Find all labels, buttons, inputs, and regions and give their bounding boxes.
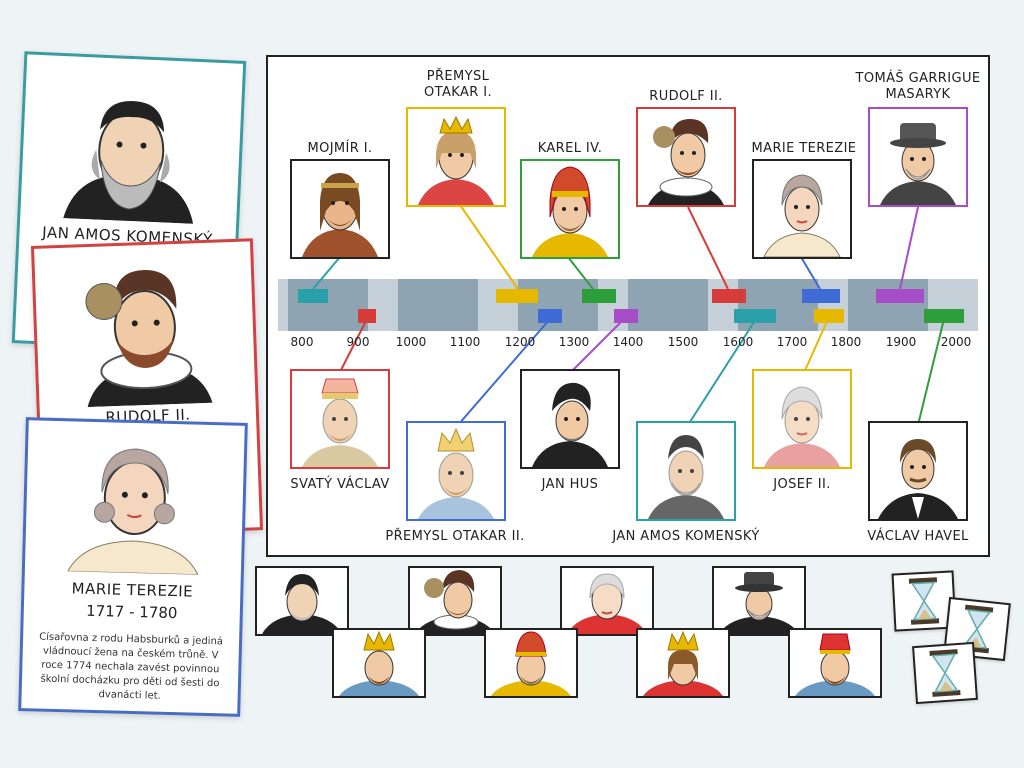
card-terezie-years: 1717 - 1780 [85, 601, 178, 623]
year-1100: 1100 [449, 335, 481, 349]
label-mojmir: MOJMÍR I. [307, 141, 373, 156]
marker-svaty-vaclav[interactable] [358, 309, 376, 323]
piece-josef-portrait [562, 568, 652, 634]
year-1200: 1200 [504, 335, 536, 349]
karel-portrait [522, 161, 618, 257]
frame-havel[interactable] [868, 421, 968, 521]
frame-mojmir[interactable] [290, 159, 390, 259]
josef-portrait [754, 371, 850, 467]
komensky-bottom-portrait [638, 423, 734, 519]
label-masaryk: TOMÁŠ GARRIGUE MASARYK [855, 71, 981, 102]
label-havel: VÁCLAV HAVEL [867, 529, 969, 544]
label-terezie-top: MARIE TEREZIE [751, 141, 857, 156]
marker-otakar-ii[interactable] [538, 309, 562, 323]
piece-komensky-portrait [257, 568, 347, 634]
rudolf-portrait [85, 270, 213, 408]
label-svaty-vaclav: SVATÝ VÁCLAV [290, 477, 390, 492]
otakar-ii-portrait [408, 423, 504, 519]
year-2000: 2000 [940, 335, 972, 349]
rudolf-ii-portrait [638, 109, 734, 205]
frame-josef[interactable] [752, 369, 852, 469]
masaryk-portrait [870, 109, 966, 205]
year-1700: 1700 [776, 335, 808, 349]
marker-hus[interactable] [614, 309, 638, 323]
hourglass-card-3[interactable] [912, 641, 978, 705]
hourglass-icon [908, 577, 940, 625]
year-900: 900 [346, 335, 370, 349]
frame-terezie-top[interactable] [752, 159, 852, 259]
komensky-portrait [63, 101, 194, 224]
label-josef: JOSEF II. [773, 477, 831, 492]
marker-masaryk[interactable] [876, 289, 924, 303]
svaty-vaclav-portrait [292, 371, 388, 467]
havel-portrait [870, 423, 966, 519]
piece-karel[interactable] [484, 628, 578, 698]
frame-otakar-i[interactable] [406, 107, 506, 207]
marker-rudolf[interactable] [712, 289, 746, 303]
piece-rudolf[interactable] [408, 566, 502, 636]
piece-vaclav[interactable] [788, 628, 882, 698]
piece-otakar-portrait [334, 630, 424, 696]
year-800: 800 [290, 335, 314, 349]
year-1900: 1900 [885, 335, 917, 349]
hus-portrait [522, 371, 618, 467]
hourglass-card-1[interactable] [891, 570, 957, 632]
card-terezie[interactable]: MARIE TEREZIE 1717 - 1780 Císařovna z ro… [18, 417, 248, 717]
year-1600: 1600 [722, 335, 754, 349]
timeline-connectors [278, 201, 978, 426]
mojmir-portrait [292, 161, 388, 257]
card-komensky[interactable]: JAN AMOS KOMENSKÝ [11, 51, 247, 353]
terezie-top-portrait [754, 161, 850, 257]
piece-masaryk[interactable] [712, 566, 806, 636]
terezie-portrait [67, 448, 199, 575]
marker-komensky[interactable] [734, 309, 776, 323]
frame-rudolf-ii[interactable] [636, 107, 736, 207]
piece-vaclav-portrait [790, 630, 880, 696]
year-1800: 1800 [830, 335, 862, 349]
piece-komensky[interactable] [255, 566, 349, 636]
label-hus: JAN HUS [541, 477, 599, 492]
card-terezie-desc: Císařovna z rodu Habsburků a jediná vlád… [39, 631, 224, 702]
otakar-i-portrait [408, 109, 504, 205]
frame-otakar-ii[interactable] [406, 421, 506, 521]
piece-otakar[interactable] [332, 628, 426, 698]
label-rudolf-ii: RUDOLF II. [649, 89, 723, 104]
piece-otakar-red[interactable] [636, 628, 730, 698]
card-terezie-name: MARIE TEREZIE [71, 579, 194, 601]
frame-karel[interactable] [520, 159, 620, 259]
marker-havel[interactable] [924, 309, 964, 323]
label-otakar-i: PŘEMYSL OTAKAR I. [424, 69, 492, 100]
label-karel: KAREL IV. [537, 141, 603, 156]
frame-svaty-vaclav[interactable] [290, 369, 390, 469]
marker-otakar-i[interactable] [496, 289, 538, 303]
piece-karel-portrait [486, 630, 576, 696]
frame-komensky-bottom[interactable] [636, 421, 736, 521]
frame-hus[interactable] [520, 369, 620, 469]
piece-masaryk-portrait [714, 568, 804, 634]
marker-terezie[interactable] [802, 289, 840, 303]
card-rudolf[interactable]: RUDOLF II. [30, 238, 264, 538]
year-1000: 1000 [395, 335, 427, 349]
piece-otakar-red-portrait [638, 630, 728, 696]
hourglass-icon [929, 649, 961, 697]
piece-josef[interactable] [560, 566, 654, 636]
marker-mojmir[interactable] [298, 289, 328, 303]
piece-rudolf-portrait [410, 568, 500, 634]
marker-josef[interactable] [814, 309, 844, 323]
label-komensky-bottom: JAN AMOS KOMENSKÝ [612, 529, 760, 544]
year-1300: 1300 [558, 335, 590, 349]
year-1500: 1500 [667, 335, 699, 349]
timeline-board: 800 900 1000 1100 1200 1300 1400 1500 16… [266, 55, 990, 557]
label-otakar-ii: PŘEMYSL OTAKAR II. [385, 529, 525, 544]
marker-karel[interactable] [582, 289, 616, 303]
year-1400: 1400 [612, 335, 644, 349]
frame-masaryk[interactable] [868, 107, 968, 207]
